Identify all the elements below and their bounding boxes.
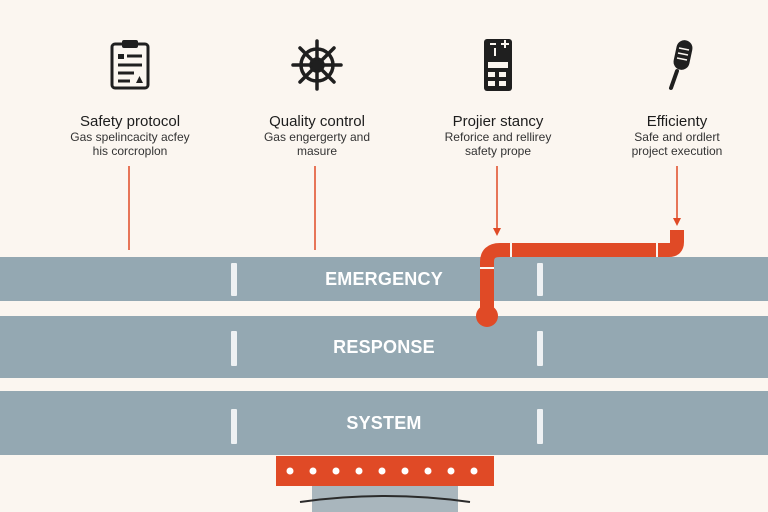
column-title: Efficienty (646, 113, 708, 130)
microphone-icon (669, 40, 693, 90)
column-description: Gas engergerty and masure (222, 130, 412, 158)
desc-line: Gas engergerty and (263, 130, 371, 144)
lane-dash (231, 409, 237, 444)
emergency-pipe (480, 230, 684, 314)
desc-line: project execution (631, 144, 723, 158)
desc-line: safety prope (464, 144, 532, 158)
clipboard-icon (110, 40, 150, 90)
lane-dash (231, 331, 237, 366)
pipe-end-node (476, 305, 498, 327)
arrowhead (673, 218, 681, 226)
desc-line: Safe and ordlert (634, 130, 720, 144)
band-label: SYSTEM (346, 412, 422, 433)
column-description: Reforice and rellirey safety prope (403, 130, 593, 158)
desc-line: masure (296, 144, 337, 158)
band-response: RESPONSE (0, 316, 768, 378)
desc-line: his corcroplon (92, 144, 168, 158)
ship-wheel-icon (291, 39, 343, 91)
column-title: Quality control (269, 113, 365, 130)
column-description: Safe and ordlert project execution (582, 130, 768, 158)
band-emergency: EMERGENCY (0, 257, 768, 301)
lane-dash (537, 409, 543, 444)
band-label: EMERGENCY (325, 268, 443, 289)
lane-dash (537, 331, 543, 366)
lane-dash (537, 263, 543, 296)
column-title: Projier stancy (452, 113, 544, 130)
base-column (312, 486, 458, 512)
column-description: Gas spelincacity acfey his corcroplon (35, 130, 225, 158)
band-system: SYSTEM (0, 391, 768, 455)
desc-line: Gas spelincacity acfey (70, 130, 190, 144)
lane-dash (231, 263, 237, 296)
band-label: RESPONSE (333, 336, 435, 357)
column-title: Safety protocol (79, 113, 181, 130)
arrowhead (493, 228, 501, 236)
base-plate-bolts (286, 467, 478, 475)
control-panel-icon (484, 39, 512, 91)
desc-line: Reforice and rellirey (444, 130, 552, 144)
base-curve (299, 495, 471, 503)
